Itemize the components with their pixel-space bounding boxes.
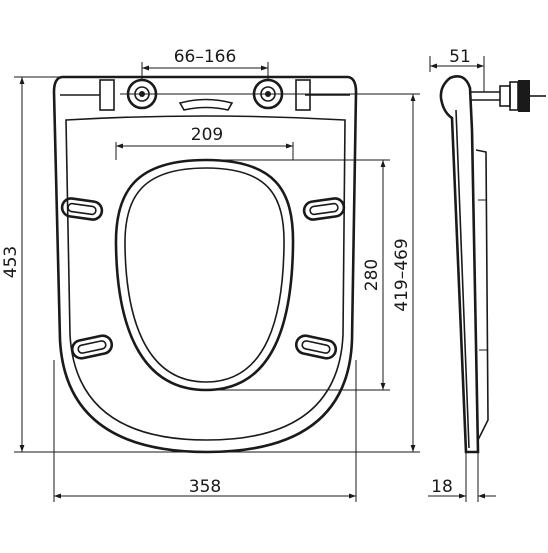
side-seat-plate bbox=[475, 149, 489, 441]
seat-inner-outline bbox=[65, 115, 346, 441]
dimension-fit-range: 419–469 bbox=[210, 93, 420, 453]
seat-opening-inner bbox=[124, 167, 285, 383]
seat-opening bbox=[114, 158, 295, 392]
side-view bbox=[439, 75, 546, 454]
dimension-overall-length: 453 bbox=[1, 76, 200, 453]
buffer-bottom-right bbox=[294, 334, 338, 360]
overall-width-label: 358 bbox=[189, 477, 221, 497]
dimension-opening-width: 209 bbox=[115, 125, 294, 160]
side-fixing-bolt bbox=[499, 80, 546, 112]
side-profile-body bbox=[439, 75, 480, 454]
buffer-bottom-left bbox=[70, 334, 114, 360]
top-view bbox=[52, 75, 358, 454]
buffer-top-left bbox=[60, 197, 104, 221]
dimension-thickness: 18 bbox=[428, 452, 496, 502]
side-profile-inner bbox=[455, 109, 470, 449]
hinge-block-right bbox=[295, 79, 311, 111]
dimension-overall-width: 358 bbox=[53, 360, 357, 502]
hinge-bar bbox=[178, 98, 234, 111]
overall-length-label: 453 bbox=[1, 246, 21, 278]
dimension-opening-length: 280 bbox=[206, 159, 390, 391]
hinge-height-label: 51 bbox=[449, 47, 471, 67]
thickness-label: 18 bbox=[431, 477, 453, 497]
dimension-hinge-spacing: 66–166 bbox=[141, 47, 269, 80]
buffer-top-right bbox=[302, 197, 346, 221]
fit-range-label: 419–469 bbox=[392, 238, 412, 311]
hinge-spacing-label: 66–166 bbox=[174, 47, 237, 67]
opening-width-label: 209 bbox=[191, 125, 223, 145]
hinge-block-left bbox=[99, 79, 115, 111]
dimension-hinge-height: 51 bbox=[429, 47, 485, 92]
seat-outer-outline bbox=[52, 75, 358, 454]
opening-length-label: 280 bbox=[362, 259, 382, 291]
